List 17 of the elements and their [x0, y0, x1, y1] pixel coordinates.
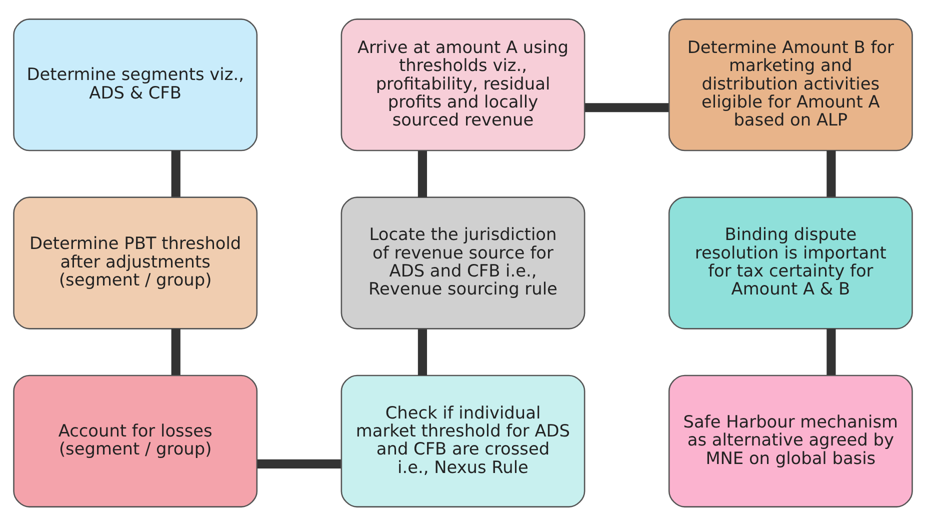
node-box: Safe Harbour mechanism as alternative agreed by MNE on global basis [668, 374, 913, 508]
connector [418, 329, 428, 376]
node-box: Locate the jurisdiction of revenue source for ADS and CFB i.e., Revenue sourcing rule [340, 196, 586, 330]
connector [826, 150, 836, 197]
connector [171, 150, 180, 197]
node-box: Determine Amount B for marketing and distribution activities eligible for Amount A based on ALP [668, 18, 913, 152]
node-box: Arrive at amount A using thresholds viz., profitability, residual profits and locally sourced revenue [340, 18, 586, 152]
connector [826, 328, 836, 375]
node-box: Check if individual market threshold for ADS and CFB are crossed i.e., Nexus Rule [340, 374, 586, 508]
connector [585, 103, 669, 112]
node-box: Binding dispute resolution is important for tax certainty for Amount A & B [668, 196, 913, 330]
node-box: Determine PBT threshold after adjustments (segment / group) [13, 196, 258, 330]
node-box: Determine segments viz., ADS & CFB [13, 18, 258, 152]
node-box: Account for losses (segment / group) [13, 374, 258, 508]
connector [171, 328, 180, 375]
connector [257, 459, 341, 468]
connector [418, 151, 428, 198]
